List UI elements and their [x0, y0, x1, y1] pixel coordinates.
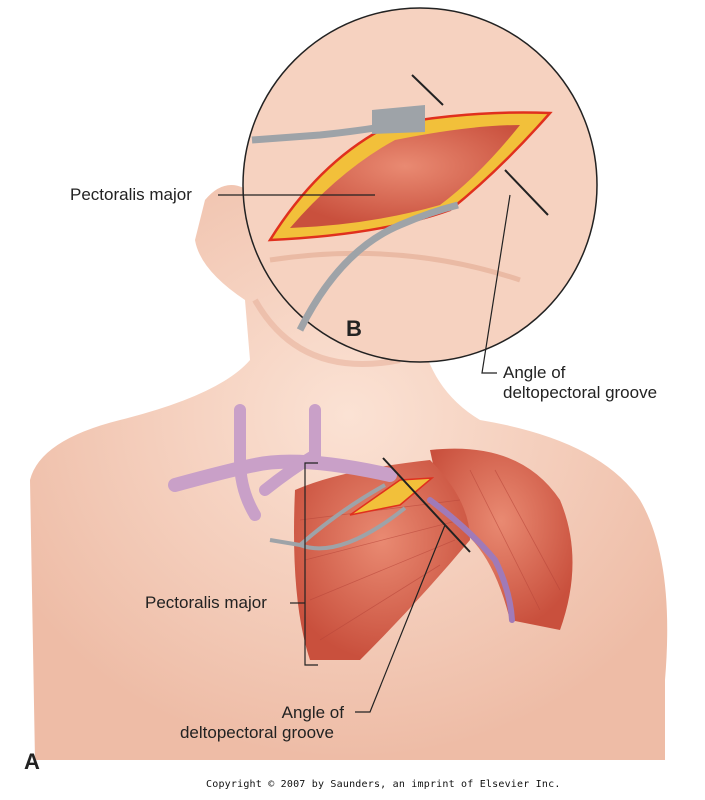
panel-a-letter: A	[24, 749, 40, 774]
groove-marker-main	[382, 457, 471, 553]
inset-skin-fold	[269, 250, 521, 283]
copyright-notice: Copyright © 2007 by Saunders, an imprint…	[206, 779, 561, 790]
groove-marker-inset-lower	[504, 169, 549, 216]
jugular-veins	[234, 404, 321, 521]
retractor-upper-blade	[372, 105, 425, 134]
pectoralis-bracket	[304, 462, 318, 666]
inset-groove-label: Angle of deltopectoral groove	[503, 363, 657, 403]
groove-leader-line-main	[355, 524, 446, 713]
main-pectoralis-label: Pectoralis major	[145, 593, 267, 612]
main-groove-label-line2: deltopectoral groove	[179, 723, 335, 742]
incision-small	[349, 477, 435, 516]
cephalic-vein	[427, 497, 515, 623]
pectoralis-major-muscle	[294, 460, 470, 660]
retractor-lower	[296, 201, 459, 332]
neck-shading	[252, 298, 401, 367]
main-groove-label-line1: Angle of	[281, 703, 344, 722]
main-groove-label: Angle of deltopectoral groove	[162, 703, 352, 743]
groove-marker-inset-upper	[411, 74, 444, 106]
inset-pectoralis-muscle	[290, 125, 520, 228]
inset-groove-label-line1: Angle of	[503, 363, 566, 382]
panel-b-letter: B	[346, 316, 362, 341]
deltoid-muscle	[430, 448, 573, 630]
inset-pectoralis-label: Pectoralis major	[70, 185, 192, 204]
inset-groove-label-line2: deltopectoral groove	[503, 383, 658, 402]
subclavian-vein	[168, 454, 397, 492]
inset-groove-leader-line	[481, 194, 511, 374]
retractor-small	[269, 483, 407, 551]
